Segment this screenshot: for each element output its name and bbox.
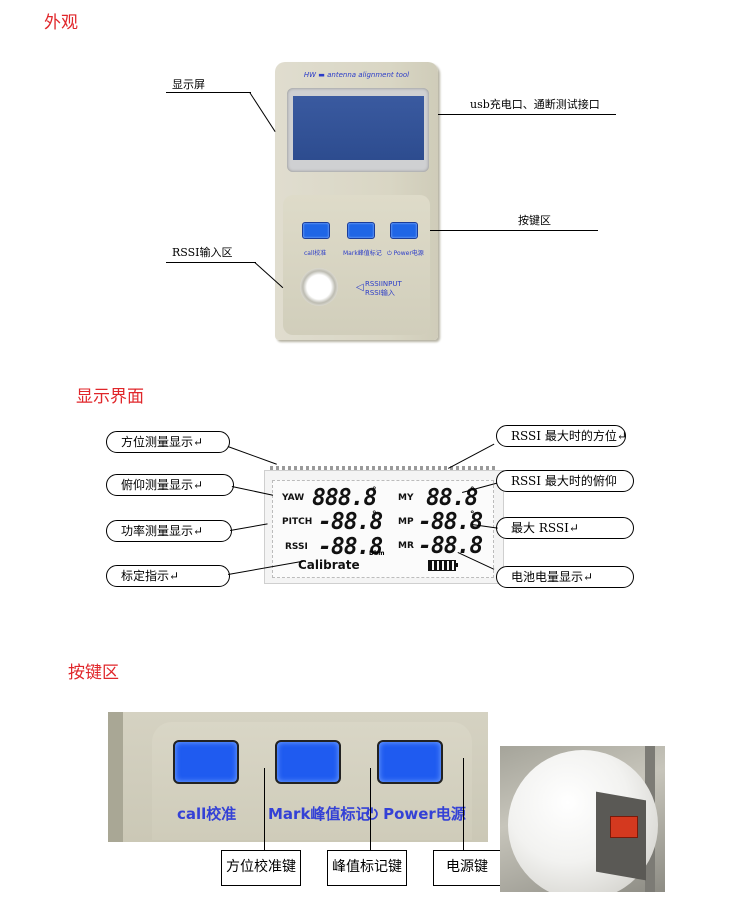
callout-calibrate: 标定指示↵ bbox=[106, 565, 230, 587]
lcd-mp-value: -88.8 bbox=[418, 509, 483, 535]
leader-line bbox=[438, 114, 616, 115]
lcd-my-value: 88.8 bbox=[426, 485, 478, 511]
lcd-yaw-degree: ° bbox=[372, 486, 377, 496]
alignment-tool-device bbox=[610, 816, 638, 838]
label-power-key: 电源键 bbox=[433, 850, 501, 886]
leader-line bbox=[430, 230, 598, 231]
device-power-label: ⏻ Power电源 bbox=[387, 250, 424, 257]
device-call-button bbox=[302, 222, 330, 239]
device-lower-panel bbox=[283, 195, 430, 335]
device-header-text: HW ▬ antenna alignment tool bbox=[303, 71, 410, 79]
lcd-mp-degree: ° bbox=[470, 510, 475, 520]
lcd-my-degree: ° bbox=[470, 486, 475, 496]
keypad-power-button bbox=[377, 740, 443, 784]
label-screen: 显示屏 bbox=[172, 78, 205, 91]
label-mark-key: 峰值标记键 bbox=[327, 850, 407, 886]
lcd-mp-label: MP bbox=[398, 517, 414, 527]
callout-max-yaw: RSSI 最大时的方位↵ bbox=[496, 425, 627, 447]
section-title-appearance: 外观 bbox=[44, 13, 78, 33]
label-calibrate-key: 方位校准键 bbox=[221, 850, 301, 886]
callout-battery: 电池电量显示↵ bbox=[496, 566, 634, 588]
keypad-mark-label: Mark峰值标记 bbox=[268, 805, 371, 823]
pointer-line bbox=[370, 768, 371, 850]
pointer-line bbox=[227, 446, 277, 465]
rssi-input-knob bbox=[300, 268, 338, 306]
device-mark-button bbox=[347, 222, 375, 239]
lcd-rssi-value: -88.8 bbox=[318, 534, 383, 560]
callout-max-pitch: RSSI 最大时的俯仰 bbox=[496, 470, 634, 492]
callout-yaw: 方位测量显示↵ bbox=[106, 431, 230, 453]
antenna-photo bbox=[500, 746, 665, 892]
label-usb: usb充电口、通断测试接口 bbox=[470, 98, 600, 111]
label-rssi-input: RSSI输入区 bbox=[172, 246, 233, 259]
lcd-mr-value: -88.8 bbox=[418, 533, 483, 559]
keypad-power-label: ⏻ Power电源 bbox=[366, 805, 466, 823]
device-illustration: HW ▬ antenna alignment tool call校准 Mark峰… bbox=[275, 62, 438, 340]
lcd-mr-label: MR bbox=[398, 541, 414, 551]
lcd-connector-pins bbox=[270, 466, 495, 472]
keypad-call-label: call校准 bbox=[177, 805, 237, 823]
lcd-rssi-label: RSSI bbox=[285, 542, 308, 552]
lcd-pitch-label: PITCH bbox=[282, 517, 313, 527]
pointer-line bbox=[264, 768, 265, 850]
keypad-photo-edge bbox=[108, 712, 123, 842]
lcd-pitch-degree: ° bbox=[372, 510, 377, 520]
lcd-yaw-label: YAW bbox=[282, 493, 305, 503]
callout-max-rssi: 最大 RSSI↵ bbox=[496, 517, 634, 539]
pointer-line bbox=[230, 523, 268, 531]
label-keys: 按键区 bbox=[518, 214, 551, 227]
rssi-input-text-2: RSSI输入 bbox=[365, 289, 395, 297]
callout-pitch: 俯仰测量显示↵ bbox=[106, 474, 234, 496]
section-title-display: 显示界面 bbox=[76, 387, 144, 407]
lcd-pitch-value: -88.8 bbox=[318, 509, 383, 535]
lcd-rssi-unit: Dbm bbox=[369, 550, 385, 557]
device-screen bbox=[293, 96, 424, 160]
battery-icon bbox=[428, 560, 456, 571]
leader-line bbox=[166, 262, 256, 263]
device-call-label: call校准 bbox=[304, 250, 327, 257]
device-screen-frame bbox=[287, 88, 429, 172]
lcd-calibrate-indicator: Calibrate bbox=[298, 558, 360, 572]
lcd-my-label: MY bbox=[398, 493, 414, 503]
pointer-line bbox=[463, 758, 464, 850]
device-mark-label: Mark峰值标记 bbox=[343, 250, 382, 257]
callout-power: 功率测量显示↵ bbox=[106, 520, 232, 542]
triangle-icon: ◁ bbox=[356, 282, 364, 293]
leader-line bbox=[166, 92, 251, 93]
battery-tip bbox=[455, 563, 458, 567]
lcd-yaw-value: 888.8 bbox=[312, 485, 377, 511]
rssi-input-text-1: RSSIINPUT bbox=[365, 280, 402, 288]
device-power-button bbox=[390, 222, 418, 239]
keypad-call-button bbox=[173, 740, 239, 784]
keypad-mark-button bbox=[275, 740, 341, 784]
lcd-inner-area bbox=[272, 480, 494, 578]
section-title-keypad: 按键区 bbox=[68, 663, 119, 683]
leader-line bbox=[249, 92, 276, 132]
